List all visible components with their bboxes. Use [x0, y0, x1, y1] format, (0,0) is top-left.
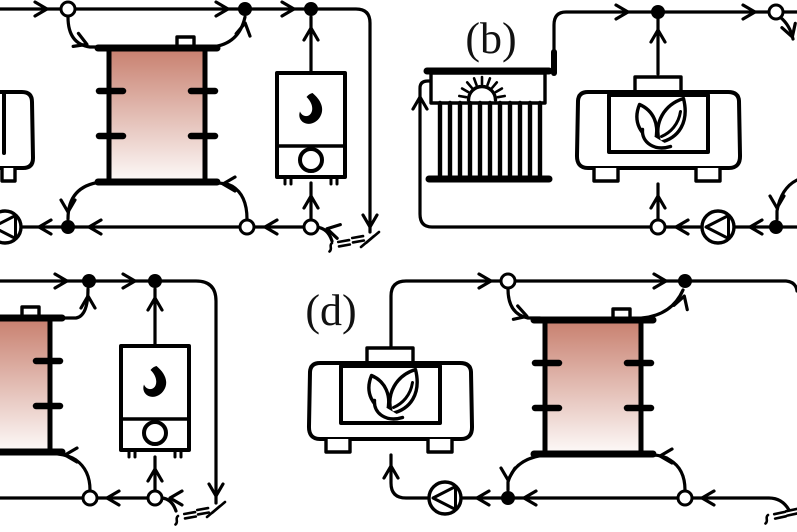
junction-filled: [304, 2, 318, 16]
junction-filled: [678, 274, 692, 288]
circulation-pump-icon: [0, 209, 23, 245]
junction-filled: [501, 491, 515, 505]
pipe: [389, 453, 791, 512]
panel-top-left: [0, 0, 381, 253]
storage-tank-icon: [0, 307, 62, 452]
pipe: [418, 79, 797, 229]
panel-d: (d): [305, 272, 797, 525]
circulation-pump-icon: [700, 209, 736, 245]
junction-filled: [769, 220, 783, 234]
pipe: [552, 10, 797, 70]
circulation-pump-icon: [427, 480, 463, 516]
junction-open: [499, 272, 517, 290]
junction-filled: [61, 220, 75, 234]
flow-arrow-icon: [323, 220, 342, 240]
flow-arrow-icon: [499, 466, 517, 482]
junction-filled: [82, 274, 96, 288]
solar-collector-icon: [423, 67, 553, 183]
gas-boiler-icon: [119, 344, 191, 459]
junction-open: [649, 218, 667, 236]
flow-arrow-icon: [768, 194, 786, 210]
junction-open: [238, 218, 256, 236]
pipe: [54, 287, 90, 320]
flow-arrow-icon: [672, 292, 693, 312]
pipe: [775, 178, 797, 221]
junction-open: [81, 489, 99, 507]
pipe: [66, 15, 104, 49]
storage-tank-icon: [98, 37, 217, 182]
sun-icon: [458, 75, 506, 102]
pipe-break-icon: [764, 507, 797, 525]
heat-pump-icon: [0, 90, 35, 183]
heat-pump-icon: [306, 346, 475, 454]
pipe: [506, 287, 542, 320]
pipe: [389, 279, 797, 350]
junction-open: [59, 0, 77, 18]
panel-b: (b): [411, 3, 797, 245]
panel-bottom-left: [0, 272, 227, 526]
storage-tank-icon: [534, 309, 653, 454]
pipe: [0, 279, 218, 505]
junction-open: [676, 489, 694, 507]
panel-label: (d): [305, 286, 356, 335]
junction-open: [767, 3, 785, 21]
collector-fins: [437, 100, 543, 179]
pipe: [0, 7, 372, 234]
panel-label: (b): [465, 14, 516, 63]
junction-filled: [238, 2, 252, 16]
heat-pump-icon: [574, 75, 743, 183]
pipe: [213, 181, 249, 221]
pipe-break-icon: [328, 230, 381, 253]
junction-filled: [651, 5, 665, 19]
flow-arrow-icon: [63, 446, 79, 464]
junction-open: [302, 218, 320, 236]
pipe: [210, 15, 247, 49]
gas-boiler-icon: [275, 71, 347, 186]
junction-open: [146, 489, 164, 507]
junction-filled: [148, 274, 162, 288]
